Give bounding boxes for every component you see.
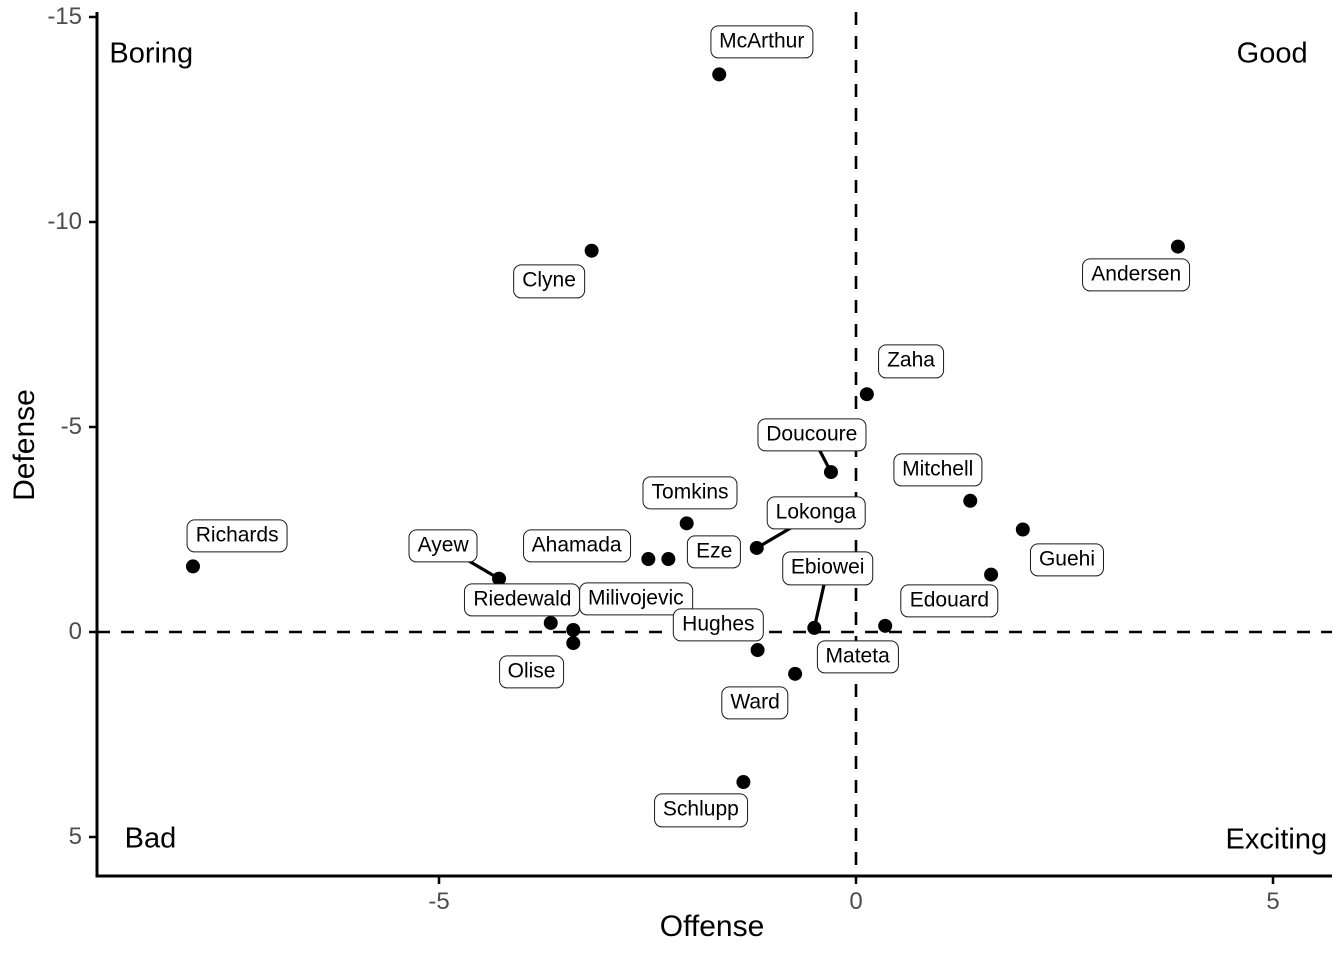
y-tick-label: -5 [60,413,82,440]
data-point-tomkins [679,516,694,531]
y-axis-title: Defense [8,389,41,501]
player-label-milivojevic: Milivojevic [578,582,693,616]
data-point-ebiowei [807,620,822,635]
data-point-riedewald [543,615,558,630]
data-point-olise [566,636,581,651]
player-label-clyne: Clyne [513,264,585,299]
player-label-doucoure: Doucoure [757,418,867,452]
player-label-ayew: Ayew [408,529,478,563]
data-point-eze [661,552,676,567]
player-label-guehi: Guehi [1029,543,1105,577]
y-tick-label: -15 [47,3,82,30]
data-point-ayew [492,571,507,586]
quadrant-label-good: Good [1236,37,1308,70]
player-label-eze: Eze [687,535,742,569]
data-point-edouard [984,567,999,582]
player-label-riedewald: Riedewald [464,583,581,617]
player-label-andersen: Andersen [1082,258,1191,292]
data-point-ward [788,666,803,681]
data-point-mateta [878,618,893,633]
x-tick-label: 0 [849,888,863,915]
data-point-hughes [750,643,765,658]
data-point-schlupp [736,775,751,790]
y-tick-label: 5 [68,823,82,850]
data-point-clyne [584,243,599,258]
x-axis-title: Offense [659,910,765,943]
data-point-ahamada [641,552,656,567]
quadrant-label-bad: Bad [124,822,177,855]
data-point-richards [185,559,200,574]
x-tick-label: -5 [428,888,450,915]
data-point-zaha [859,387,874,402]
player-label-richards: Richards [186,519,288,553]
data-point-lokonga [749,540,764,555]
player-label-zaha: Zaha [878,344,944,378]
quadrant-label-boring: Boring [109,37,194,70]
data-point-mitchell [963,493,978,508]
player-label-edouard: Edouard [900,584,999,618]
data-point-mcarthur [712,67,727,82]
player-label-ebiowei: Ebiowei [781,551,874,586]
player-label-tomkins: Tomkins [642,476,738,510]
data-point-doucoure [823,465,838,480]
y-tick-label: 0 [68,618,82,645]
data-point-andersen [1170,239,1185,254]
player-label-ward: Ward [721,686,789,720]
quadrant-label-exciting: Exciting [1225,823,1328,856]
player-label-olise: Olise [498,655,565,689]
x-tick-label: 5 [1266,888,1280,915]
y-tick-label: -10 [47,208,82,235]
player-label-schlupp: Schlupp [653,793,748,827]
player-label-mateta: Mateta [816,640,899,674]
player-label-lokonga: Lokonga [766,496,866,530]
player-label-mcarthur: McArthur [710,25,814,59]
player-label-ahamada: Ahamada [522,529,631,563]
player-label-hughes: Hughes [673,608,764,642]
data-point-milivojevic [566,622,581,637]
data-point-guehi [1015,522,1030,537]
player-label-mitchell: Mitchell [893,453,983,487]
